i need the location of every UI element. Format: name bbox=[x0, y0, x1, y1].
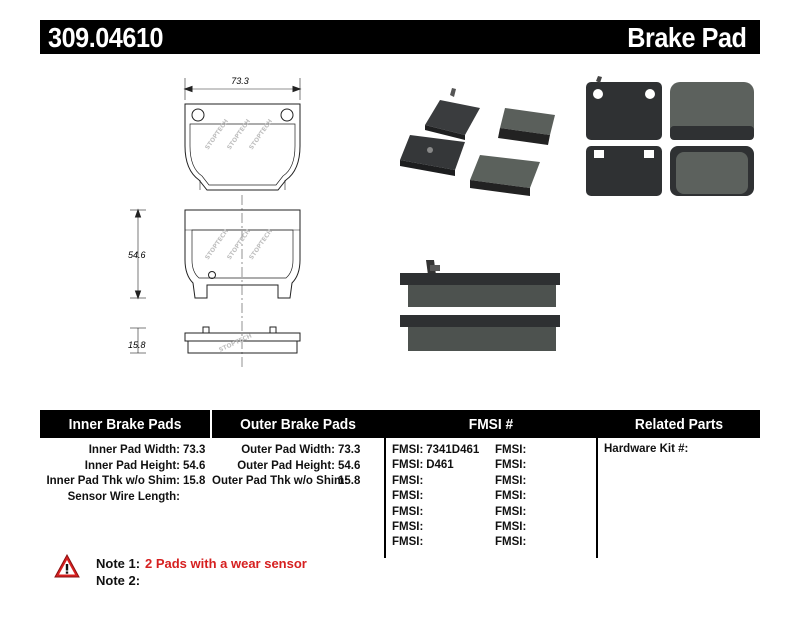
fmsi-label: FMSI: bbox=[392, 490, 424, 503]
fmsi-header: FMSI # bbox=[468, 416, 514, 433]
fmsi-divider bbox=[384, 410, 386, 558]
related-parts-list: Hardware Kit #: bbox=[604, 443, 688, 455]
fmsi-entry: FMSI: bbox=[495, 535, 526, 550]
fmsi-entry: FMSI: D461 bbox=[392, 458, 479, 473]
svg-text:STOPTECH: STOPTECH bbox=[248, 118, 274, 151]
technical-drawing: STOPTECH STOPTECH STOPTECH STOPTECH STOP… bbox=[128, 76, 302, 370]
outer-spec-value: 15.8 bbox=[338, 475, 361, 487]
fmsi-label: FMSI: bbox=[495, 505, 527, 518]
outer-spec-label: Outer Pad Height: bbox=[237, 459, 335, 472]
warning-icon bbox=[54, 554, 80, 578]
outer-spec-value: 54.6 bbox=[338, 459, 361, 472]
related-part-item: Hardware Kit #: bbox=[604, 443, 689, 455]
inner-spec-label: Sensor Wire Length: bbox=[67, 490, 180, 503]
fmsi-label: FMSI: bbox=[495, 474, 527, 487]
note2-label: Note 2: bbox=[96, 573, 141, 588]
related-divider bbox=[596, 410, 598, 558]
brake-pad-side-photo bbox=[400, 260, 560, 351]
fmsi-column-b: FMSI: FMSI: FMSI: FMSI: FMSI: FMSI: FMSI… bbox=[495, 443, 526, 551]
inner-spec-values: 73.3 54.6 15.8 bbox=[183, 443, 205, 505]
brake-pad-flat-photo bbox=[586, 76, 754, 196]
fmsi-entry: FMSI: bbox=[495, 474, 526, 489]
fmsi-entry: FMSI: bbox=[495, 458, 526, 473]
fmsi-entry: FMSI: bbox=[495, 505, 526, 520]
fmsi-entry: FMSI: bbox=[392, 520, 479, 535]
outer-spec-label: Outer Pad Thk w/o Shim: bbox=[212, 475, 349, 487]
fmsi-entry: FMSI: bbox=[392, 489, 479, 504]
outer-spec-values: 73.3 54.6 15.8 bbox=[338, 443, 360, 490]
height-dimension-label: 54.6 bbox=[128, 250, 146, 260]
fmsi-entry: FMSI: bbox=[392, 535, 479, 550]
inner-spec-value bbox=[183, 490, 205, 506]
product-type: Brake Pad bbox=[626, 22, 747, 53]
fmsi-label: FMSI: bbox=[392, 505, 424, 518]
fmsi-entry: FMSI: 7341D461 bbox=[392, 443, 479, 458]
fmsi-label: FMSI: bbox=[495, 459, 527, 472]
inner-spec-value: 15.8 bbox=[183, 475, 206, 487]
inner-spec-value: 73.3 bbox=[183, 444, 206, 456]
fmsi-label: FMSI: bbox=[392, 444, 424, 456]
note1-text: 2 Pads with a wear sensor bbox=[145, 556, 307, 571]
inner-spec-labels: Inner Pad Width: Inner Pad Height: Inner… bbox=[40, 443, 180, 505]
fmsi-label: FMSI: bbox=[495, 520, 527, 533]
outer-spec-value: 73.3 bbox=[338, 444, 361, 456]
fmsi-label: FMSI: bbox=[392, 536, 424, 549]
outer-spec-labels: Outer Pad Width: Outer Pad Height: Outer… bbox=[212, 443, 349, 490]
fmsi-entry: FMSI: bbox=[495, 489, 526, 504]
outer-spec-label: Outer Pad Width: bbox=[241, 444, 335, 456]
fmsi-entry: FMSI: bbox=[392, 474, 479, 489]
note1-label: Note 1: bbox=[96, 556, 141, 571]
inner-header-bg bbox=[40, 410, 210, 438]
related-header-bg bbox=[598, 410, 760, 438]
fmsi-label: FMSI: bbox=[495, 536, 527, 549]
fmsi-header-bg bbox=[386, 410, 596, 438]
inner-specs-header: Inner Brake Pads Specs bbox=[68, 416, 182, 462]
outer-header-bg bbox=[212, 410, 384, 438]
title-bar: 309.04610 Brake Pad bbox=[40, 20, 760, 54]
fmsi-label: FMSI: bbox=[392, 474, 424, 487]
fmsi-value: 7341D461 bbox=[426, 444, 480, 456]
inner-spec-label: Inner Pad Height: bbox=[84, 459, 180, 472]
fmsi-entry: FMSI: bbox=[495, 443, 526, 458]
related-parts-header: Related Parts bbox=[634, 416, 724, 433]
svg-text:STOPTECH: STOPTECH bbox=[248, 228, 274, 261]
brake-pad-isometric-photo bbox=[400, 88, 555, 196]
inner-spec-label: Inner Pad Width: bbox=[88, 444, 180, 456]
inner-spec-label: Inner Pad Thk w/o Shim: bbox=[46, 475, 180, 487]
fmsi-value: D461 bbox=[426, 459, 454, 472]
svg-text:STOPTECH: STOPTECH bbox=[218, 332, 253, 353]
width-dimension-label: 73.3 bbox=[231, 76, 249, 86]
fmsi-label: FMSI: bbox=[392, 459, 424, 472]
fmsi-column-a: FMSI: 7341D461 FMSI: D461 FMSI: FMSI: FM… bbox=[392, 443, 479, 551]
fmsi-entry: FMSI: bbox=[392, 505, 479, 520]
fmsi-label: FMSI: bbox=[392, 520, 424, 533]
fmsi-label: FMSI: bbox=[495, 444, 527, 456]
inner-spec-value: 54.6 bbox=[183, 459, 206, 472]
fmsi-entry: FMSI: bbox=[495, 520, 526, 535]
fmsi-label: FMSI: bbox=[495, 490, 527, 503]
outer-specs-header: Outer Brake Pads Specs bbox=[240, 416, 356, 462]
thickness-dimension-label: 15.8 bbox=[128, 340, 146, 350]
part-number: 309.04610 bbox=[48, 22, 164, 53]
